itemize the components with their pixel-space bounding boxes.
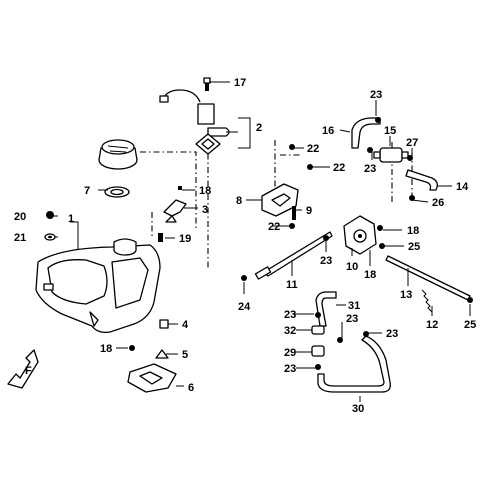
tank-mount-bracket xyxy=(127,363,177,393)
fuel-hose-return xyxy=(317,335,391,393)
fuel-hose-lower xyxy=(315,291,337,327)
cap-gasket xyxy=(104,186,130,198)
callout-4: 4 xyxy=(182,319,189,331)
callout-23-hose-a: 23 xyxy=(284,309,296,321)
fuel-level-sender xyxy=(159,89,230,155)
callout-31: 31 xyxy=(348,300,360,312)
callout-3: 3 xyxy=(202,204,208,216)
callout-6: 6 xyxy=(188,382,194,394)
hose-fittings xyxy=(311,325,325,357)
callout-32: 32 xyxy=(284,325,296,337)
front-direction-marker: F xyxy=(7,349,39,389)
callout-18-pump: 18 xyxy=(407,225,419,237)
callout-25-rod: 25 xyxy=(464,319,476,331)
callout-8: 8 xyxy=(236,195,242,207)
fuel-hose-upper xyxy=(351,117,381,149)
callout-10: 10 xyxy=(346,261,358,273)
callout-16: 16 xyxy=(322,125,334,137)
callout-18-tank: 18 xyxy=(199,185,211,197)
assembly-guide-lines xyxy=(140,140,413,270)
callout-2: 2 xyxy=(256,122,262,134)
tank-bracket-clamp xyxy=(163,199,187,223)
callout-18-bracket: 18 xyxy=(100,343,112,355)
leader-lines xyxy=(52,81,471,402)
callout-23-fitting: 23 xyxy=(284,363,296,375)
callout-9: 9 xyxy=(306,205,312,217)
callout-22-mid: 22 xyxy=(333,162,345,174)
callout-23-hose-b: 23 xyxy=(346,313,358,325)
callout-22-low: 22 xyxy=(268,221,280,233)
hose-clamps xyxy=(241,117,473,370)
small-hardware xyxy=(44,77,211,359)
fuel-cap xyxy=(98,139,138,170)
fuel-tank xyxy=(35,238,161,334)
callout-24: 24 xyxy=(238,301,251,313)
callout-25-pump: 25 xyxy=(408,241,420,253)
fuel-pump xyxy=(343,215,377,255)
callout-labels: 1 2 3 4 5 6 7 8 9 10 11 12 13 14 15 16 1… xyxy=(14,77,476,415)
callout-14: 14 xyxy=(456,181,469,193)
callout-12: 12 xyxy=(426,319,438,331)
callout-20: 20 xyxy=(14,211,26,223)
fuel-filter xyxy=(373,147,409,163)
callout-26: 26 xyxy=(432,197,444,209)
callout-13: 13 xyxy=(400,289,412,301)
callout-11: 11 xyxy=(286,279,298,291)
callout-15: 15 xyxy=(384,125,396,137)
callout-7: 7 xyxy=(84,185,90,197)
callout-18-pump-lower: 18 xyxy=(364,269,376,281)
return-spring xyxy=(421,289,433,313)
callout-1: 1 xyxy=(68,213,74,225)
callout-27: 27 xyxy=(406,137,418,149)
callout-30: 30 xyxy=(352,403,364,415)
callout-23-cable: 23 xyxy=(320,255,332,267)
callout-22-top: 22 xyxy=(307,143,319,155)
front-marker-letter: F xyxy=(25,365,32,377)
throttle-cable xyxy=(254,231,333,280)
callout-23-hose-c: 23 xyxy=(386,328,398,340)
callout-23-filter: 23 xyxy=(364,163,376,175)
callout-19: 19 xyxy=(179,233,191,245)
callout-23-top: 23 xyxy=(370,89,382,101)
callout-5: 5 xyxy=(182,349,188,361)
linkage-rod xyxy=(385,255,471,301)
fuel-hose-outlet xyxy=(405,169,438,191)
callout-17: 17 xyxy=(234,77,246,89)
callout-29: 29 xyxy=(284,347,296,359)
callout-21: 21 xyxy=(14,232,26,244)
